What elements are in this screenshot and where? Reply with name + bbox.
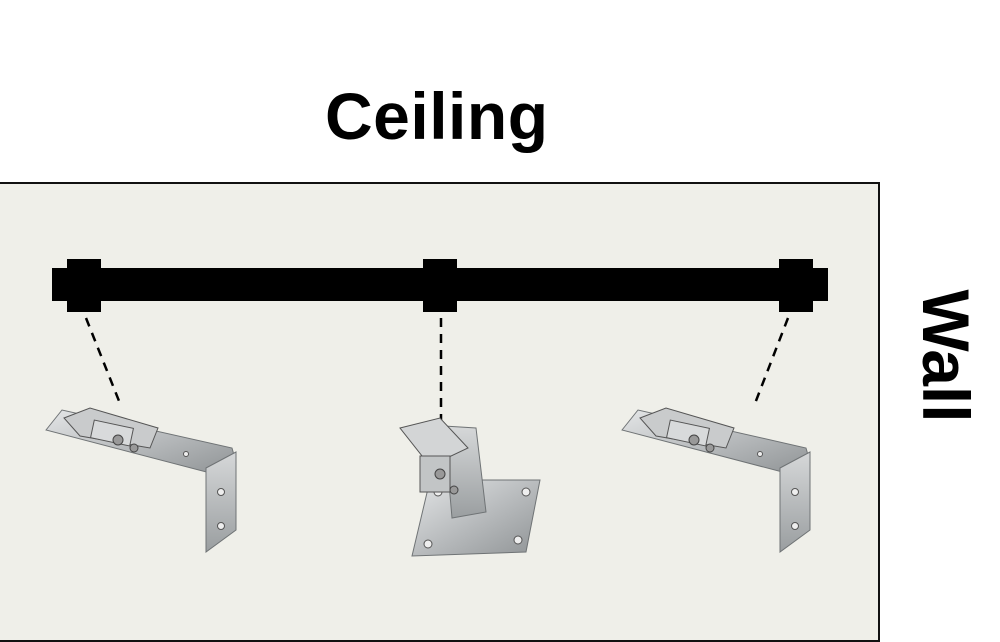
ceiling-label: Ceiling bbox=[325, 79, 549, 153]
ceiling-bracket-icon bbox=[399, 417, 541, 557]
curtain-rail bbox=[52, 259, 828, 312]
rail-mount-center bbox=[423, 259, 457, 312]
leader-line-right bbox=[752, 317, 790, 407]
wall-bracket-icon bbox=[621, 407, 811, 553]
wall-bracket-icon bbox=[45, 407, 237, 553]
leader-lines bbox=[84, 317, 790, 420]
diagram-drawing bbox=[45, 259, 828, 557]
room-wall-area bbox=[0, 182, 880, 642]
rail-mount-left bbox=[67, 259, 101, 312]
rail-mount-right bbox=[779, 259, 813, 312]
leader-line-left bbox=[84, 317, 123, 407]
